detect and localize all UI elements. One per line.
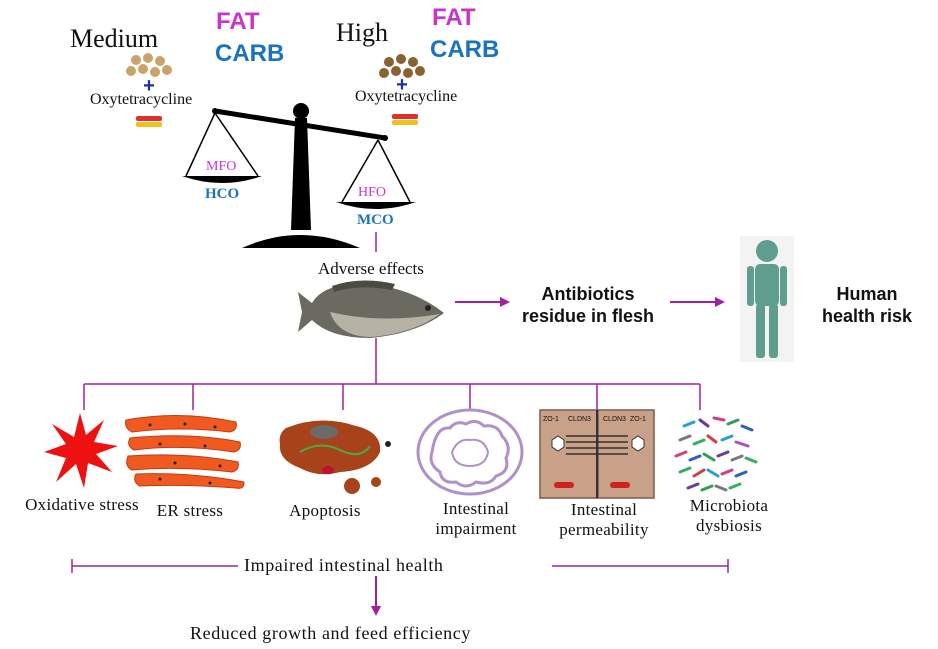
er-stress-icon: [125, 414, 245, 489]
diet-medium-level: Medium: [70, 24, 159, 53]
left-pan-top-label: MFO: [206, 159, 237, 174]
fish-icon: [298, 280, 444, 338]
effect-label-apoptosis: Apoptosis: [289, 501, 361, 520]
plus-icon: +: [143, 75, 155, 97]
diet-high-carb: CARB: [430, 36, 500, 63]
left-pan-bottom-label: HCO: [205, 186, 240, 202]
effect-label-permeability: Intestinal permeability: [559, 500, 649, 539]
diet-medium-carb: CARB: [215, 40, 285, 67]
human-figure-icon: [740, 236, 794, 362]
impaired-bracket: [71, 559, 729, 573]
capsule-high-icon: [392, 114, 418, 125]
reduced-growth-label: Reduced growth and feed efficiency: [190, 623, 471, 643]
adverse-effects-label: Adverse effects: [318, 259, 424, 278]
human-risk-label: Human health risk: [821, 284, 913, 326]
effect-label-impairment: Intestinal impairment: [435, 499, 517, 538]
feed-pellets-medium-icon: [126, 53, 172, 77]
residue-label: Antibiotics residue in flesh: [521, 284, 655, 326]
starburst-icon: [44, 413, 118, 488]
diet-high-fat: FAT: [432, 4, 476, 31]
impaired-health-label: Impaired intestinal health: [244, 555, 444, 575]
capsule-medium-icon: [136, 116, 162, 127]
effect-label-oxidative: Oxidative stress: [25, 495, 139, 514]
diet-medium-drug: Oxytetracycline: [90, 91, 193, 108]
effects-tree-lines: [83, 338, 701, 410]
intestine-cross-section-icon: [416, 408, 524, 496]
microbiota-icon: [674, 416, 758, 492]
diet-high-drug: Oxytetracycline: [355, 88, 458, 105]
tight-junction-icon: [539, 409, 655, 499]
feed-pellets-high-icon: [379, 54, 425, 78]
effect-label-er: ER stress: [156, 501, 224, 520]
right-pan-top-label: HFO: [358, 185, 387, 200]
tj-cldn3-left: CLDN3: [568, 416, 591, 423]
diet-high-level: High: [336, 18, 388, 47]
plus-icon: +: [396, 74, 408, 96]
tj-zo1-right: ZO-1: [630, 416, 646, 423]
tj-cldn3-right: CLDN3: [603, 416, 626, 423]
balance-scale-icon: [182, 103, 416, 248]
right-pan-bottom-label: MCO: [357, 212, 394, 228]
tj-zo1-left: ZO-1: [543, 416, 559, 423]
effect-label-microbiota: Microbiota dysbiosis: [689, 496, 769, 535]
apoptosis-cell-icon: [279, 420, 391, 494]
diet-medium-fat: FAT: [216, 8, 260, 35]
